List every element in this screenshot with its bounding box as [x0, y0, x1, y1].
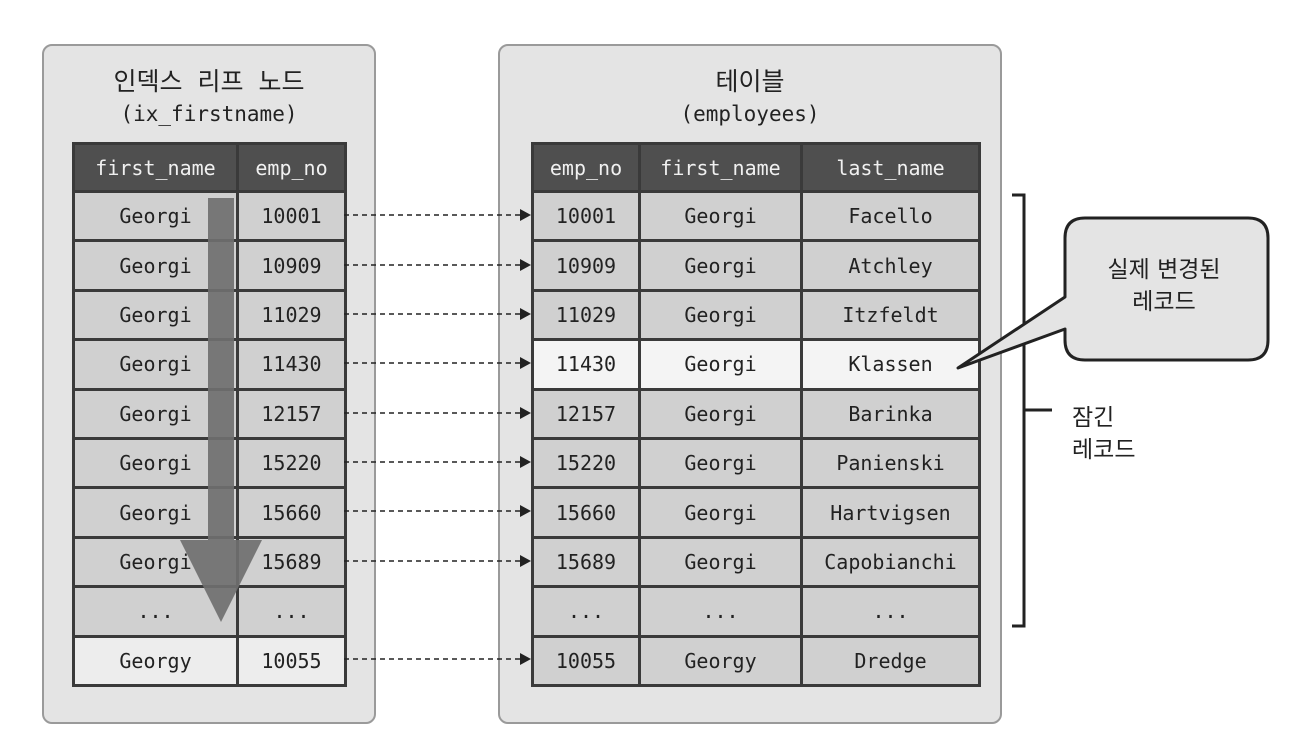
locked-label-line-1: 잠긴: [1072, 405, 1115, 431]
index-cell-emp-no: 11430: [236, 338, 347, 391]
index-panel-subtitle: (ix_firstname): [120, 102, 298, 126]
table-cell-emp-no: 15220: [531, 436, 641, 490]
index-cell-first-name: Georgi: [72, 387, 239, 440]
table-cell-last-name: Facello: [800, 189, 981, 243]
index-cell-emp-no: 15660: [236, 486, 347, 539]
table-col-last-name: last_name: [800, 142, 981, 193]
index-cell-first-name: Georgy: [72, 634, 239, 687]
table-cell-emp-no: 10909: [531, 239, 641, 292]
index-panel-title: 인덱스 리프 노드: [113, 67, 305, 96]
table-cell-last-name: Dredge: [800, 634, 981, 687]
table-cell-emp-no: 11029: [531, 288, 641, 342]
index-cell-first-name: Georgi: [72, 535, 239, 589]
table-cell-first-name: Georgi: [638, 535, 803, 589]
index-cell-first-name: Georgi: [72, 239, 239, 292]
index-cell-emp-no: 12157: [236, 387, 347, 440]
table-cell-first-name: ...: [638, 585, 803, 638]
table-cell-first-name: Georgi: [638, 436, 803, 490]
index-cell-emp-no: 10001: [236, 189, 347, 243]
table-cell-first-name: Georgi: [638, 288, 803, 342]
index-cell-emp-no: 15220: [236, 436, 347, 490]
index-cell-first-name: Georgi: [72, 436, 239, 490]
table-cell-last-name: ...: [800, 585, 981, 638]
table-cell-emp-no: 10001: [531, 189, 641, 243]
index-cell-emp-no: 10055: [236, 634, 347, 687]
locked-records-bracket: [1012, 193, 1052, 628]
table-cell-first-name: Georgi: [638, 338, 803, 391]
table-cell-last-name: Atchley: [800, 239, 981, 292]
index-cell-emp-no: 15689: [236, 535, 347, 589]
locked-label-line-2: 레코드: [1072, 437, 1136, 463]
table-cell-first-name: Georgi: [638, 189, 803, 243]
callout-line-2: 레코드: [1132, 289, 1196, 315]
table-panel-subtitle: (employees): [680, 102, 820, 126]
table-col-first-name: first_name: [638, 142, 803, 193]
changed-record-callout-text: 실제 변경된 레코드: [1064, 254, 1264, 318]
index-cell-emp-no: 11029: [236, 288, 347, 342]
index-row-ellipsis: ......: [72, 585, 347, 638]
table-cell-emp-no: 10055: [531, 634, 641, 687]
index-header-row: first_name emp_no: [72, 142, 347, 193]
index-cell-first-name: Georgi: [72, 189, 239, 243]
table-cell-last-name: Capobianchi: [800, 535, 981, 589]
index-col-emp-no: emp_no: [236, 142, 347, 193]
index-cell-emp-no: ...: [236, 585, 347, 638]
index-cell-first-name: ...: [72, 585, 239, 638]
table-panel-title: 테이블: [715, 67, 785, 96]
index-col-first-name: first_name: [72, 142, 239, 193]
table-cell-first-name: Georgy: [638, 634, 803, 687]
table-cell-first-name: Georgi: [638, 486, 803, 539]
table-col-emp-no: emp_no: [531, 142, 641, 193]
table-cell-last-name: Barinka: [800, 387, 981, 440]
table-row-ellipsis: .........: [531, 585, 981, 638]
table-cell-last-name: Hartvigsen: [800, 486, 981, 539]
index-cell-first-name: Georgi: [72, 338, 239, 391]
index-cell-emp-no: 10909: [236, 239, 347, 292]
table-cell-last-name: Klassen: [800, 338, 981, 391]
callout-line-1: 실제 변경된: [1107, 257, 1221, 283]
table-cell-first-name: Georgi: [638, 239, 803, 292]
table-cell-emp-no: ...: [531, 585, 641, 638]
table-cell-emp-no: 11430: [531, 338, 641, 391]
table-cell-emp-no: 15660: [531, 486, 641, 539]
table-cell-last-name: Panienski: [800, 436, 981, 490]
table-header-row: emp_no first_name last_name: [531, 142, 981, 193]
table-cell-last-name: Itzfeldt: [800, 288, 981, 342]
index-cell-first-name: Georgi: [72, 288, 239, 342]
table-cell-emp-no: 15689: [531, 535, 641, 589]
table-cell-emp-no: 12157: [531, 387, 641, 440]
locked-records-label: 잠긴 레코드: [1072, 402, 1135, 466]
table-cell-first-name: Georgi: [638, 387, 803, 440]
index-cell-first-name: Georgi: [72, 486, 239, 539]
